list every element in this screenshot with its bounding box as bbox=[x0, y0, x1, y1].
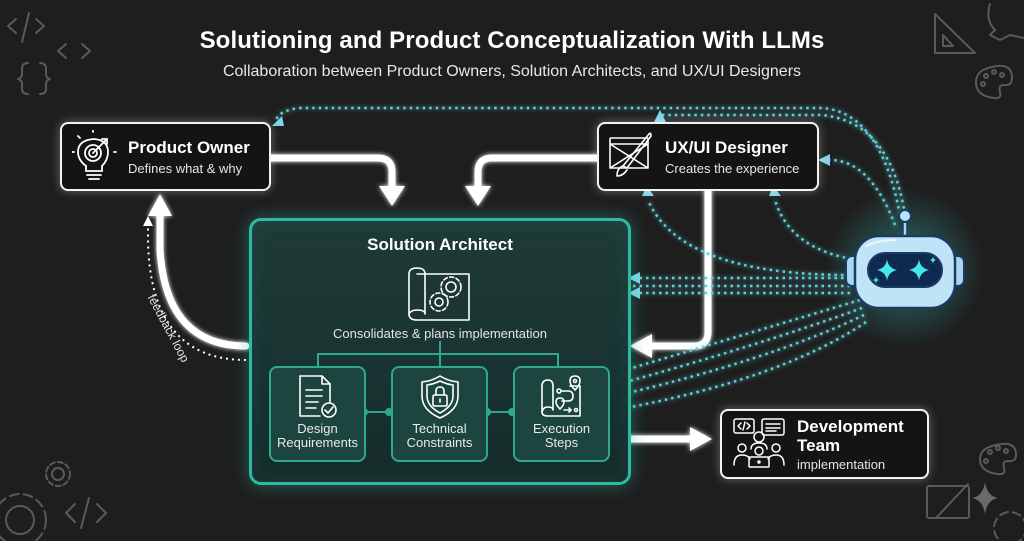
label-line: Technical bbox=[412, 421, 467, 436]
node-description: Consolidates & plans implementation bbox=[333, 326, 547, 341]
arrow-feedback-loop bbox=[156, 211, 250, 350]
page-subtitle: Collaboration between Product Owners, So… bbox=[222, 63, 802, 80]
blueprint-gears-icon bbox=[408, 267, 470, 321]
arrowhead bbox=[628, 287, 640, 299]
llm-link-steps-3 bbox=[614, 313, 865, 398]
arrowhead bbox=[654, 110, 666, 122]
curly-braces-icon bbox=[17, 62, 51, 95]
target-lightbulb-icon bbox=[72, 130, 117, 180]
arrowhead bbox=[642, 186, 654, 196]
palette-small-icon bbox=[979, 442, 1017, 476]
node-product-owner[interactable]: Product Owner Defines what & why bbox=[60, 122, 271, 191]
label-line: Design bbox=[297, 421, 338, 436]
label-line: Requirements bbox=[277, 435, 358, 450]
gear-small-icon bbox=[45, 461, 71, 487]
page-title: Solutioning and Product Conceptualizatio… bbox=[199, 27, 825, 54]
node-ux-designer[interactable]: UX/UI Designer Creates the experience bbox=[597, 122, 819, 191]
title-line: Team bbox=[797, 436, 841, 455]
document-check-icon bbox=[299, 375, 337, 418]
arrowhead bbox=[465, 186, 491, 206]
node-description: implementation bbox=[797, 457, 886, 472]
arrowhead bbox=[379, 186, 405, 206]
node-description: Defines what & why bbox=[128, 161, 243, 176]
llm-link-owner bbox=[274, 106, 902, 216]
set-square-icon bbox=[934, 13, 976, 54]
feedback-dotted-line bbox=[147, 225, 247, 361]
design-brush-icon bbox=[609, 132, 652, 177]
title-line: Development bbox=[797, 417, 904, 436]
arrow-owner-to-architect bbox=[266, 154, 396, 192]
label-line: Steps bbox=[544, 435, 579, 450]
gear-large-icon bbox=[0, 493, 47, 541]
arrowhead bbox=[818, 154, 830, 166]
team-code-icon bbox=[733, 418, 785, 468]
palette-icon bbox=[975, 64, 1013, 100]
llm-link-steps-4 bbox=[614, 320, 867, 412]
node-title: UX/UI Designer bbox=[665, 138, 788, 157]
arrowhead bbox=[630, 334, 652, 358]
llm-link-steps-1 bbox=[614, 298, 861, 375]
gear-icon bbox=[987, 3, 1024, 41]
sparkle-icon bbox=[972, 482, 998, 514]
shield-lock-icon bbox=[421, 375, 459, 419]
arrowhead bbox=[148, 194, 172, 216]
code-tag-small-icon bbox=[65, 497, 107, 529]
node-title: Product Owner bbox=[128, 138, 250, 157]
node-solution-architect[interactable]: Solution Architect Consolidates & plans … bbox=[249, 218, 631, 485]
route-map-icon bbox=[541, 375, 581, 417]
arrowhead bbox=[143, 216, 153, 226]
llm-link-steps-2 bbox=[614, 306, 863, 387]
arrow-designer-to-architect bbox=[474, 154, 601, 192]
label-line: Constraints bbox=[406, 435, 473, 450]
node-description: Creates the experience bbox=[665, 161, 800, 176]
robot-sparkle-icon bbox=[845, 209, 965, 310]
node-title: Solution Architect bbox=[367, 235, 513, 254]
arrowhead bbox=[628, 272, 640, 284]
arrow-designer-down-to-architect bbox=[646, 186, 712, 350]
label-line: Execution bbox=[532, 421, 591, 436]
llm-link-designer-bottom-left bbox=[646, 199, 851, 277]
code-tag-icon bbox=[7, 12, 45, 43]
arrowhead bbox=[690, 427, 712, 451]
brush-window-icon bbox=[926, 483, 970, 519]
angle-brackets-icon bbox=[57, 43, 91, 59]
arrowhead bbox=[272, 116, 284, 126]
